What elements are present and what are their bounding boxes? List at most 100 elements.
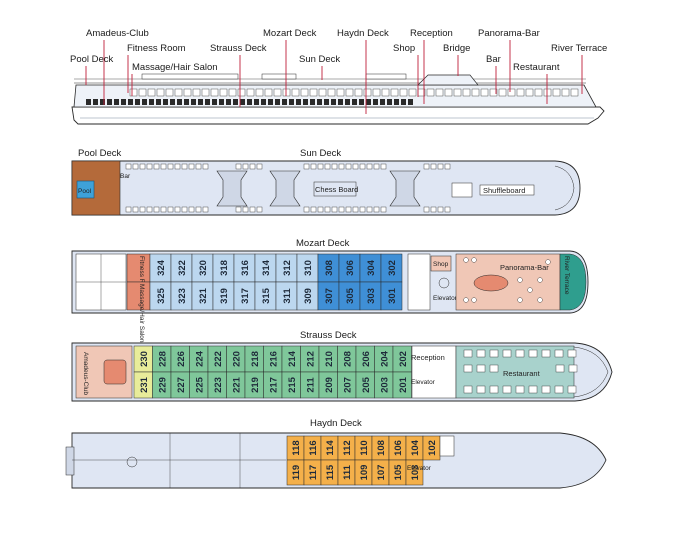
profile-porthole <box>240 99 245 105</box>
restaurant-table <box>568 364 578 373</box>
cabin-number: 201 <box>398 376 409 393</box>
cabin-number: 119 <box>291 465 302 480</box>
bar-table <box>463 257 469 263</box>
profile-porthole <box>156 99 161 105</box>
profile-window <box>444 88 453 97</box>
profile-window <box>543 88 552 97</box>
haydn-stairs <box>439 435 455 457</box>
lounge-chair <box>195 163 202 170</box>
profile-porthole <box>359 99 364 105</box>
haydn-rudder <box>65 446 75 476</box>
profile-awning-3 <box>365 73 407 80</box>
profile-window <box>399 88 408 97</box>
cabin-number: 220 <box>231 351 242 367</box>
mozart-deck-title: Mozart Deck <box>296 238 350 249</box>
profile-window <box>327 88 336 97</box>
lounge-chairs-bottom <box>125 206 451 213</box>
profile-window <box>273 88 282 97</box>
callout-panorama-bar: Panorama-Bar <box>478 28 540 39</box>
profile-window <box>147 88 156 97</box>
restaurant-table <box>515 385 525 394</box>
lounge-chair <box>437 163 444 170</box>
cabin-number: 208 <box>342 351 353 367</box>
profile-window <box>129 88 138 97</box>
cabin-103 <box>405 459 424 486</box>
bar-table <box>463 297 469 303</box>
cabin-number: 204 <box>379 350 390 367</box>
lounge-chair <box>345 163 352 170</box>
lounge-chair <box>444 206 451 213</box>
profile-porthole <box>401 99 406 105</box>
sun-deck-title: Sun Deck <box>300 148 341 159</box>
lounge-chair <box>331 206 338 213</box>
cabin-number: 319 <box>219 288 230 304</box>
profile-window <box>336 88 345 97</box>
profile-porthole <box>338 99 343 105</box>
lounge-chair <box>132 163 139 170</box>
bar-table <box>517 277 523 283</box>
restaurant-table <box>489 349 499 358</box>
profile-window <box>201 88 210 97</box>
lounge-chair <box>160 206 167 213</box>
pool-basin <box>76 180 95 199</box>
lounge-chair <box>235 206 242 213</box>
cabin-number: 106 <box>393 440 404 456</box>
lounge-chair <box>352 206 359 213</box>
profile-window <box>354 88 363 97</box>
restaurant-table <box>463 364 473 373</box>
profile-window <box>363 88 372 97</box>
cabin-number: 218 <box>250 351 261 367</box>
profile-window <box>507 88 516 97</box>
profile-porthole <box>121 99 126 105</box>
lounge-chair <box>423 206 430 213</box>
lounge-chair <box>202 206 209 213</box>
cabin-number: 314 <box>261 259 272 276</box>
club-bar-counter <box>103 359 127 385</box>
profile-window <box>192 88 201 97</box>
profile-window <box>561 88 570 97</box>
lounge-chair <box>195 206 202 213</box>
lounge-chair <box>202 163 209 170</box>
profile-window <box>264 88 273 97</box>
cabin-number: 226 <box>176 351 187 367</box>
lounge-chair <box>146 206 153 213</box>
profile-porthole <box>247 99 252 105</box>
restaurant-label: Restaurant <box>503 369 541 378</box>
profile-window <box>183 88 192 97</box>
lounge-chair <box>249 206 256 213</box>
cabin-number: 211 <box>305 377 316 393</box>
cabin-number: 231 <box>139 376 150 393</box>
restaurant-room <box>455 345 575 399</box>
cabin-number: 118 <box>291 440 302 455</box>
callout-pool-deck: Pool Deck <box>70 54 114 65</box>
profile-porthole <box>114 99 119 105</box>
cabin-number: 225 <box>194 376 205 393</box>
restaurant-table <box>489 385 499 394</box>
sun-deck-structure-2 <box>269 170 301 207</box>
profile-window <box>525 88 534 97</box>
callout-bar: Bar <box>486 54 501 65</box>
lounge-chair <box>373 163 380 170</box>
callout-reception: Reception <box>410 28 453 39</box>
restaurant-tables <box>463 349 578 394</box>
lounge-chair <box>181 206 188 213</box>
profile-porthole <box>177 99 182 105</box>
profile-porthole <box>345 99 350 105</box>
cabin-number: 215 <box>287 376 298 393</box>
cabin-number: 116 <box>308 440 319 455</box>
lounge-chair <box>345 206 352 213</box>
profile-window <box>282 88 291 97</box>
callout-massage-hair-salon: Massage/Hair Salon <box>132 62 218 73</box>
amadeus-club-label: Amadeus-Club <box>82 352 89 395</box>
sun-deck-wheelhouse <box>451 182 473 198</box>
profile-window <box>390 88 399 97</box>
cabin-number: 223 <box>213 377 224 393</box>
profile-porthole <box>170 99 175 105</box>
lounge-chair <box>242 206 249 213</box>
lounge-chair <box>380 206 387 213</box>
lounge-chair <box>256 163 263 170</box>
profile-window <box>165 88 174 97</box>
